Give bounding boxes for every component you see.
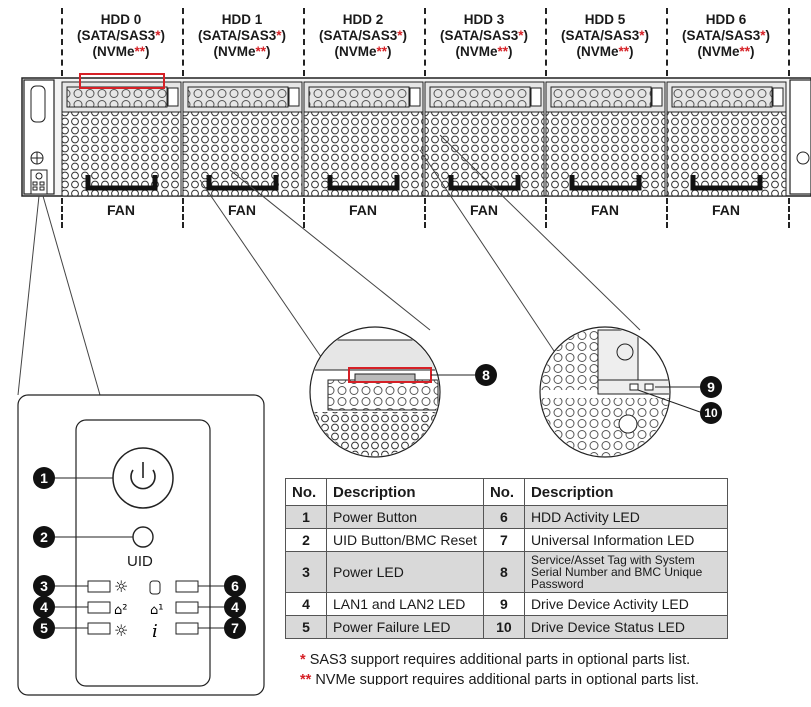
header-no: No. — [483, 479, 524, 506]
svg-text:☼: ☼ — [114, 577, 128, 596]
header-no: No. — [286, 479, 327, 506]
callout-4: 4 — [33, 596, 55, 618]
callout-5: 5 — [33, 617, 55, 639]
callout-2: 2 — [33, 526, 55, 548]
fan-label: FAN — [546, 202, 664, 218]
legend-header-row: No. Description No. Description — [286, 479, 728, 506]
item-description: Power LED — [327, 552, 484, 593]
legend-row: 2 UID Button/BMC Reset 7 Universal Infor… — [286, 529, 728, 552]
legend-row: 1 Power Button 6 HDD Activity LED — [286, 506, 728, 529]
callout-10: 10 — [700, 402, 722, 424]
item-number: 9 — [483, 593, 524, 616]
item-description: UID Button/BMC Reset — [327, 529, 484, 552]
drive-bay — [304, 82, 423, 196]
fan-label: FAN — [667, 202, 785, 218]
footnote-mark: ** — [300, 672, 311, 685]
fan-label: FAN — [62, 202, 180, 218]
uid-label: UID — [127, 553, 153, 570]
drive-bay — [62, 82, 181, 196]
item-number: 1 — [286, 506, 327, 529]
footnote-nvme: ** NVMe support requires additional part… — [300, 672, 699, 685]
svg-text:i: i — [152, 621, 158, 642]
header-description: Description — [327, 479, 484, 506]
item-description: Universal Information LED — [524, 529, 727, 552]
drive-bay — [183, 82, 302, 196]
item-description: LAN1 and LAN2 LED — [327, 593, 484, 616]
callout-7: 7 — [224, 617, 246, 639]
item-number: 3 — [286, 552, 327, 593]
callout-4b: 4 — [224, 596, 246, 618]
zoom-drive-leds — [540, 327, 700, 458]
svg-text:⌂¹: ⌂¹ — [150, 603, 163, 618]
legend-table: No. Description No. Description 1 Power … — [285, 478, 728, 639]
fan-label: FAN — [425, 202, 543, 218]
item-number: 8 — [483, 552, 524, 593]
item-number: 7 — [483, 529, 524, 552]
item-number: 2 — [286, 529, 327, 552]
item-number: 4 — [286, 593, 327, 616]
fan-label: FAN — [183, 202, 301, 218]
callout-3: 3 — [33, 575, 55, 597]
footnote-text: SAS3 support requires additional parts i… — [310, 652, 690, 668]
svg-text:☼: ☼ — [114, 621, 128, 640]
item-number: 6 — [483, 506, 524, 529]
ear-handle — [31, 86, 45, 122]
item-description: Service/Asset Tag with System Serial Num… — [524, 552, 727, 593]
callout-1: 1 — [33, 467, 55, 489]
fan-label: FAN — [304, 202, 422, 218]
callout-8: 8 — [475, 364, 497, 386]
item-number: 5 — [286, 616, 327, 639]
item-description: Power Button — [327, 506, 484, 529]
legend-row: 5 Power Failure LED 10 Drive Device Stat… — [286, 616, 728, 639]
callout-9: 9 — [700, 376, 722, 398]
item-description: Power Failure LED — [327, 616, 484, 639]
item-description: Drive Device Status LED — [524, 616, 727, 639]
drive-bay — [667, 82, 786, 196]
header-description: Description — [524, 479, 727, 506]
uid-button-drawing — [133, 527, 153, 547]
svg-text:⌂²: ⌂² — [114, 603, 127, 618]
drive-bay — [546, 82, 665, 196]
item-number: 10 — [483, 616, 524, 639]
callout-6: 6 — [224, 575, 246, 597]
footnote-sas3: * SAS3 support requires additional parts… — [300, 652, 690, 668]
legend-row: 3 Power LED 8 Service/Asset Tag with Sys… — [286, 552, 728, 593]
legend-row: 4 LAN1 and LAN2 LED 9 Drive Device Activ… — [286, 593, 728, 616]
zoom-asset-tag — [310, 327, 475, 472]
item-description: HDD Activity LED — [524, 506, 727, 529]
footnote-text: NVMe support requires additional parts i… — [315, 672, 699, 685]
item-description: Drive Device Activity LED — [524, 593, 727, 616]
footnote-mark: * — [300, 652, 306, 668]
right-rack-ear — [790, 80, 811, 194]
